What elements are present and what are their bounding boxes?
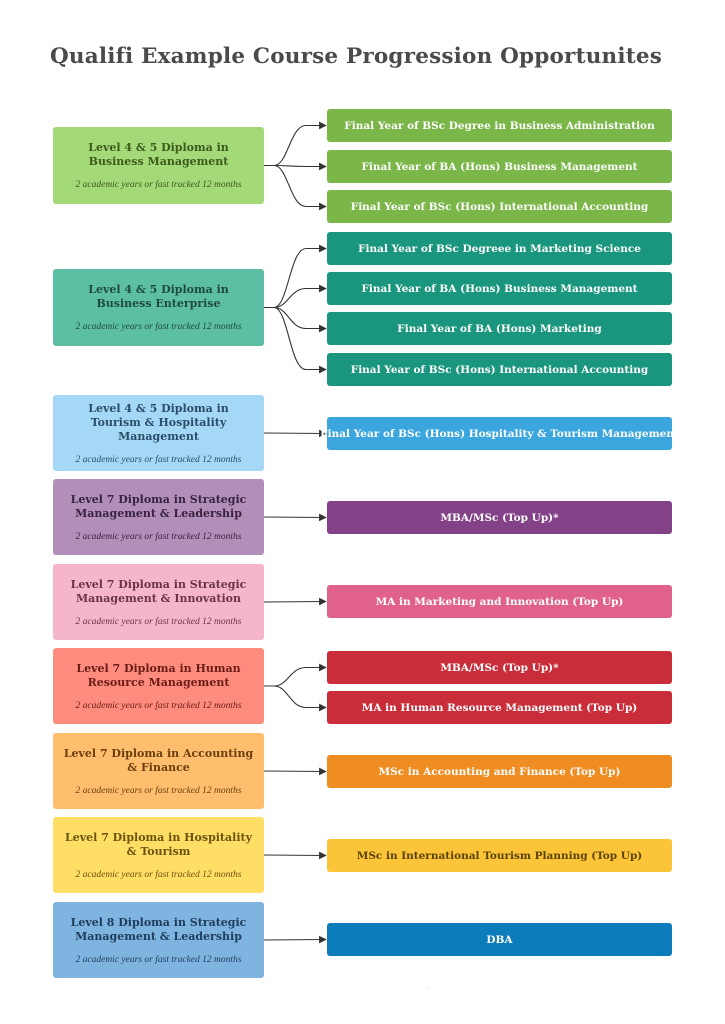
connector-arrow (263, 429, 327, 438)
target-box: Final Year of BSc Degree in Business Adm… (327, 109, 672, 142)
source-box: Level 7 Diploma in Strategic Management … (53, 564, 264, 640)
connector-arrow (264, 244, 327, 309)
source-title: Level 4 & 5 Diploma in Business Manageme… (88, 141, 229, 168)
source-title: Level 7 Diploma in Human Resource Manage… (76, 661, 241, 689)
target-box: MBA/MSc (Top Up)* (327, 501, 672, 534)
source-box: Level 7 Diploma in Accounting & Finance 2… (53, 733, 264, 809)
target-box: DBA (327, 923, 672, 956)
target-box: MA in Human Resource Management (Top Up) (327, 691, 672, 724)
page-title: Qualifi Example Course Progression Oppor… (49, 44, 663, 69)
source-box: Level 7 Diploma in Human Resource Manage… (53, 648, 264, 724)
target-box: MSc in International Tourism Planning (T… (327, 839, 672, 872)
target-box: Final Year of BA (Hons) Marketing (327, 312, 672, 345)
target-box: MSc in Accounting and Finance (Top Up) (327, 755, 672, 788)
source-duration: 2 academic years or fast tracked 12 mont… (75, 954, 242, 965)
source-title: Level 7 Diploma in Strategic Management … (70, 492, 247, 520)
target-box: Final Year of BA (Hons) Business Managem… (327, 272, 672, 305)
source-box: Level 7 Diploma in Strategic Management … (53, 479, 264, 555)
target-box: Final Year of BA (Hons) Business Managem… (327, 150, 672, 183)
target-box: MBA/MSc (Top Up)* (327, 651, 672, 684)
source-box: Level 8 Diploma in Strategic Management … (53, 902, 264, 978)
target-box: MA in Marketing and Innovation (Top Up) (327, 585, 672, 618)
source-title: Level 4 & 5 Diploma in Business Enterpri… (88, 283, 229, 310)
connector-arrow (264, 663, 327, 687)
source-duration: 2 academic years or fast tracked 12 mont… (75, 454, 242, 465)
source-box: Level 4 & 5 Diploma in Business Manageme… (53, 127, 264, 204)
target-box: Final Year of BSc (Hons) International A… (327, 353, 672, 386)
connector-arrow (263, 767, 327, 776)
source-title: Level 7 Diploma in Accounting & Finance (63, 746, 254, 774)
connector-arrow (263, 851, 327, 860)
source-duration: 2 academic years or fast tracked 12 mont… (75, 616, 242, 627)
source-title: Level 4 & 5 Diploma in Tourism & Hospita… (88, 401, 229, 443)
target-box: Final Year of BSc (Hons) International A… (327, 190, 672, 223)
connector-arrow (264, 164, 327, 211)
source-duration: 2 academic years or fast tracked 12 mont… (75, 322, 242, 332)
connector-arrow (264, 685, 327, 712)
target-box: Final Year of BSc (Hons) Hospitality & T… (320, 417, 679, 450)
connector-arrow (264, 306, 327, 333)
source-duration: 2 academic years or fast tracked 12 mont… (75, 531, 242, 542)
connector-arrow (263, 597, 327, 606)
source-box: Level 4 & 5 Diploma in Tourism & Hospita… (53, 395, 264, 471)
source-title: Level 7 Diploma in Strategic Management … (70, 577, 247, 605)
source-box: Level 7 Diploma in Hospitality & Tourism… (53, 817, 264, 893)
connector-arrow (264, 121, 327, 167)
connector-arrow (263, 513, 327, 522)
source-duration: 2 academic years or fast tracked 12 mont… (75, 785, 242, 796)
target-box: Final Year of BSc Degreee in Marketing S… (327, 232, 672, 265)
source-duration: 2 academic years or fast tracked 12 mont… (75, 869, 242, 880)
decorative-dot: · (428, 985, 430, 992)
source-box: Level 4 & 5 Diploma in Business Enterpri… (53, 269, 264, 346)
source-title: Level 7 Diploma in Hospitality & Tourism (65, 830, 252, 858)
connector-arrow (264, 306, 327, 374)
source-duration: 2 academic years or fast tracked 12 mont… (75, 180, 242, 190)
connector-arrow (263, 935, 327, 944)
connector-arrow (264, 284, 327, 309)
source-title: Level 8 Diploma in Strategic Management … (70, 915, 247, 943)
source-duration: 2 academic years or fast tracked 12 mont… (75, 700, 242, 711)
